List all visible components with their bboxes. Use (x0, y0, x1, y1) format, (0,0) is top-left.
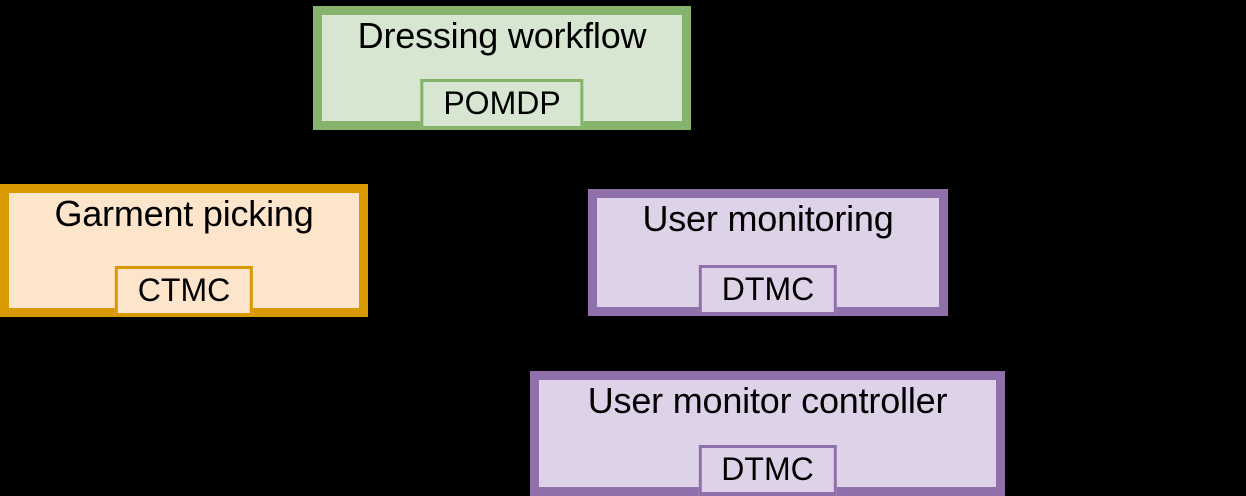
node-user-monitor-controller-stereotype: DTMC (698, 445, 837, 495)
node-dressing-workflow-body: Dressing workflow POMDP (322, 15, 682, 129)
node-user-monitor-controller-title: User monitor controller (587, 380, 948, 421)
node-user-monitor-controller-body: User monitor controller DTMC (539, 380, 996, 495)
node-user-monitoring[interactable]: User monitoring DTMC (588, 189, 948, 316)
node-dressing-workflow[interactable]: Dressing workflow POMDP (313, 6, 691, 130)
edge-workflow-to-garment-picking (181, 130, 433, 184)
node-user-monitoring-body: User monitoring DTMC (597, 198, 939, 315)
node-dressing-workflow-title: Dressing workflow (357, 15, 647, 56)
node-garment-picking-stereotype: CTMC (114, 266, 254, 316)
edge-workflow-to-user-monitoring (557, 130, 771, 189)
node-user-monitoring-title: User monitoring (642, 198, 894, 239)
node-garment-picking-title: Garment picking (54, 193, 314, 234)
node-user-monitor-controller[interactable]: User monitor controller DTMC (530, 371, 1005, 496)
node-garment-picking-body: Garment picking CTMC (9, 193, 359, 316)
node-garment-picking[interactable]: Garment picking CTMC (0, 184, 368, 317)
node-user-monitoring-stereotype: DTMC (698, 265, 838, 315)
node-dressing-workflow-stereotype: POMDP (420, 79, 584, 129)
